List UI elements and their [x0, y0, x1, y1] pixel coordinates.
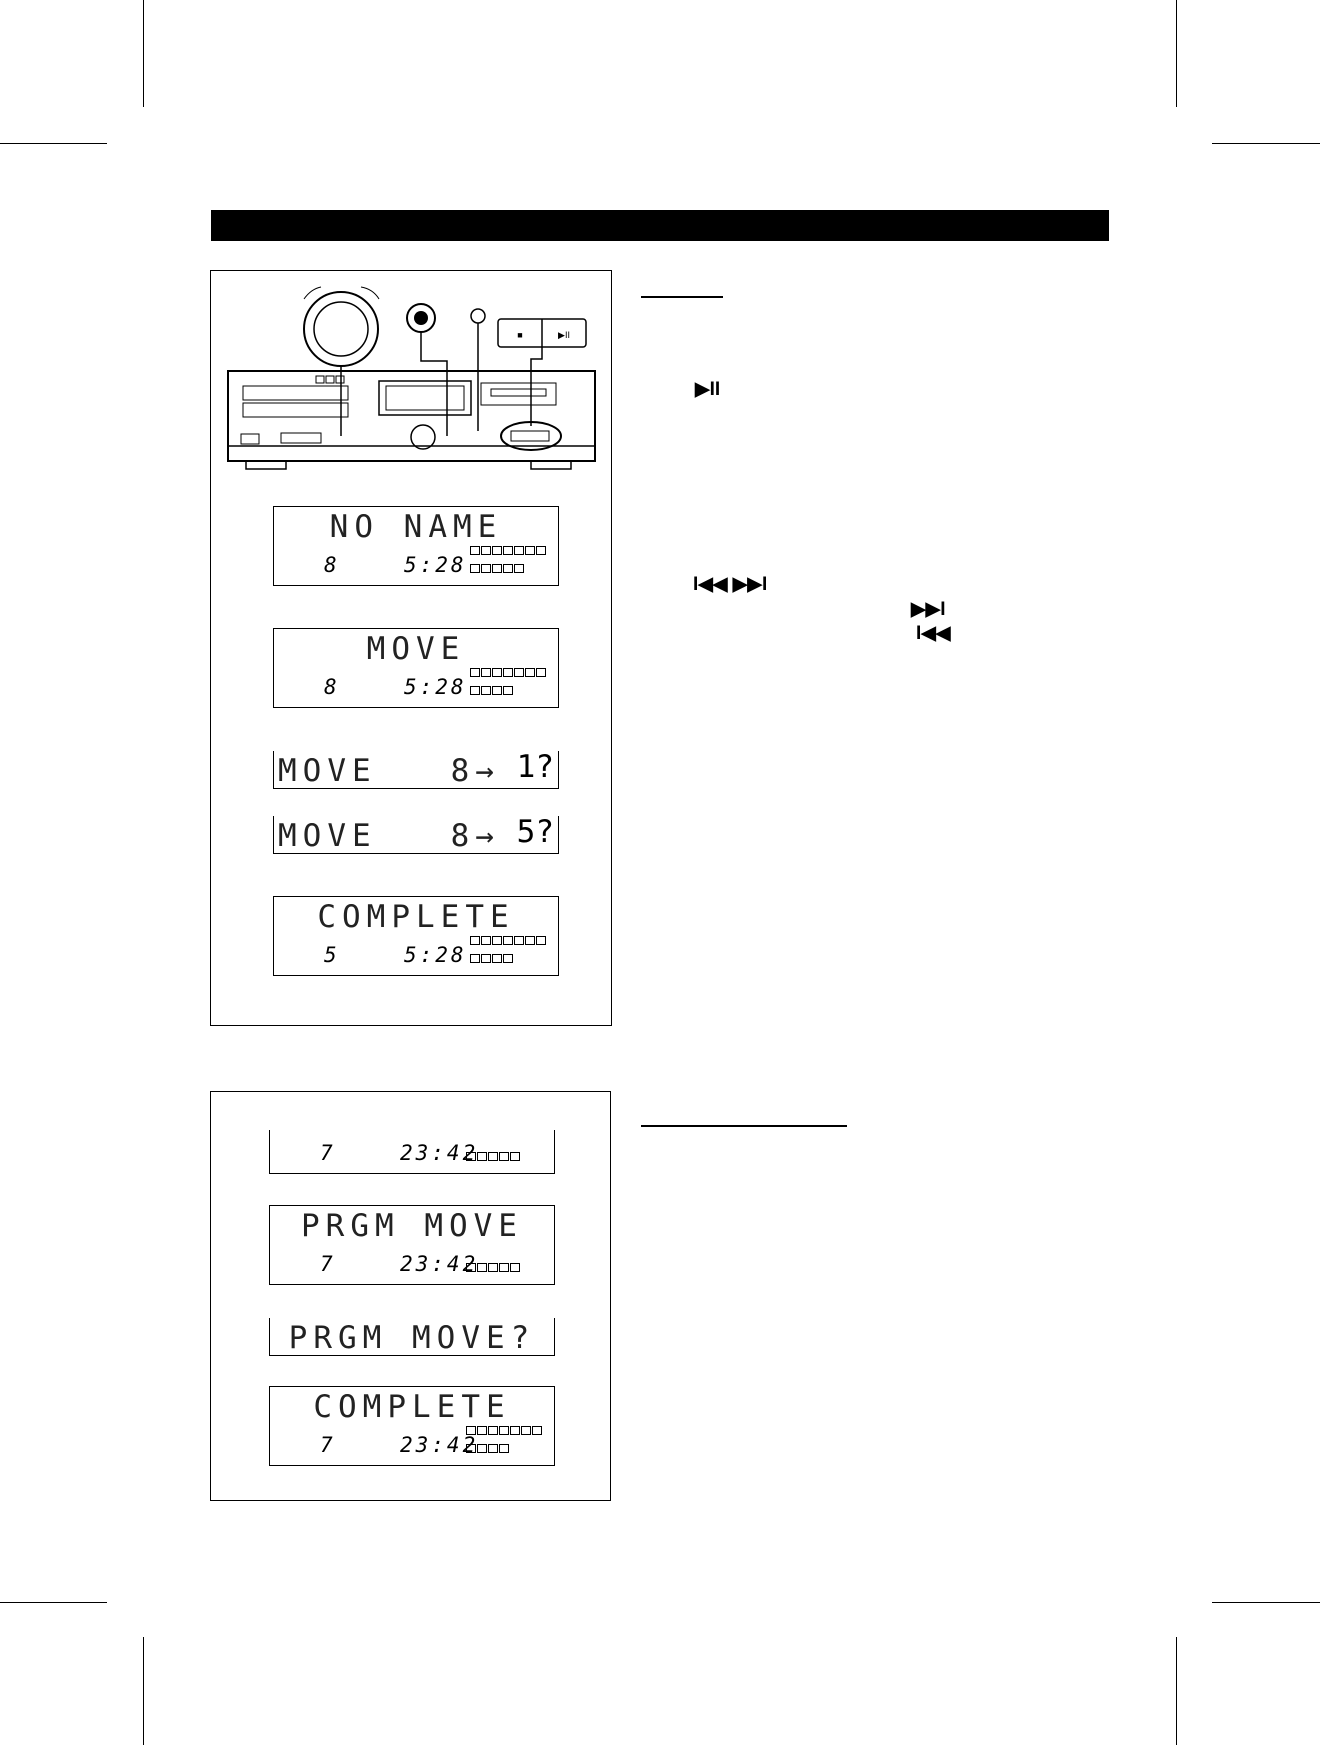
lcd-display-partial: MOVE 8→ 5? [273, 814, 559, 854]
skip-back-icon: I◀◀ [916, 623, 951, 644]
lcd-track-grid [470, 665, 552, 701]
lcd-blinking-value: 5? [516, 814, 554, 850]
lcd-display: COMPLETE 5 5:28 [273, 896, 559, 976]
lcd-display-partial: MOVE 8→ 1? [273, 749, 559, 789]
lcd-line1: MOVE [366, 631, 466, 667]
lcd-line1: MOVE 8→ [278, 818, 525, 854]
section-heading-rule [641, 296, 723, 298]
lcd-time: 5:28 [404, 553, 467, 577]
skip-forward-icon: ▶▶I [911, 599, 946, 620]
lcd-track: 5 [324, 943, 337, 967]
section-header-bar [211, 210, 1109, 241]
lcd-time: 23:42 [400, 1252, 479, 1276]
lcd-line1: COMPLETE [313, 1389, 511, 1425]
lcd-display: NO NAME 8 5:28 [273, 506, 559, 586]
lcd-time: 5:28 [404, 675, 467, 699]
lcd-display-partial: PRGM MOVE? [269, 1318, 555, 1356]
crop-mark [0, 1602, 107, 1603]
lcd-track-grid [470, 543, 552, 579]
device-play-label: ▶II [558, 330, 570, 340]
illustration-panel-top: ■ ▶II NO NAME 8 5:28 MOVE 8 5:28 MOVE 8→… [210, 270, 612, 1026]
play-pause-icon: ▶II [695, 379, 721, 400]
lcd-track: 8 [324, 553, 337, 577]
crop-mark [1176, 1637, 1177, 1745]
section-heading-rule [641, 1125, 847, 1127]
lcd-display: COMPLETE 7 23:42 [269, 1386, 555, 1466]
lcd-track-grid [466, 1149, 548, 1167]
crop-mark [143, 0, 144, 107]
lcd-line1: COMPLETE [317, 899, 515, 935]
lcd-time: 5:28 [404, 943, 467, 967]
crop-mark [1212, 1602, 1320, 1603]
lcd-time: 23:42 [400, 1141, 479, 1165]
lcd-track: 8 [324, 675, 337, 699]
crop-mark [1176, 0, 1177, 107]
crop-mark [0, 143, 107, 144]
crop-mark [143, 1637, 144, 1745]
lcd-line1: MOVE 8→ [278, 753, 525, 789]
lcd-track: 7 [320, 1433, 333, 1457]
lcd-blinking-value: 1? [516, 749, 554, 785]
lcd-display: PRGM MOVE 7 23:42 [269, 1205, 555, 1285]
lcd-line1: NO NAME [329, 509, 503, 545]
lcd-display-partial: 7 23:42 [269, 1130, 555, 1174]
lcd-track-grid [466, 1260, 548, 1278]
lcd-track-grid [466, 1423, 548, 1459]
lcd-track: 7 [320, 1252, 333, 1276]
skip-buttons-icon: I◀◀ ▶▶I [693, 574, 768, 595]
device-stop-label: ■ [517, 330, 522, 340]
lcd-line1: PRGM MOVE? [288, 1320, 536, 1356]
crop-mark [1212, 143, 1320, 144]
lcd-line1: PRGM MOVE [301, 1208, 523, 1244]
lcd-track-grid [470, 933, 552, 969]
device-illustration: ■ ▶II [227, 286, 596, 470]
lcd-track: 7 [320, 1141, 333, 1165]
illustration-panel-bottom: 7 23:42 PRGM MOVE 7 23:42 PRGM MOVE? COM… [210, 1091, 611, 1501]
lcd-display: MOVE 8 5:28 [273, 628, 559, 708]
lcd-time: 23:42 [400, 1433, 479, 1457]
